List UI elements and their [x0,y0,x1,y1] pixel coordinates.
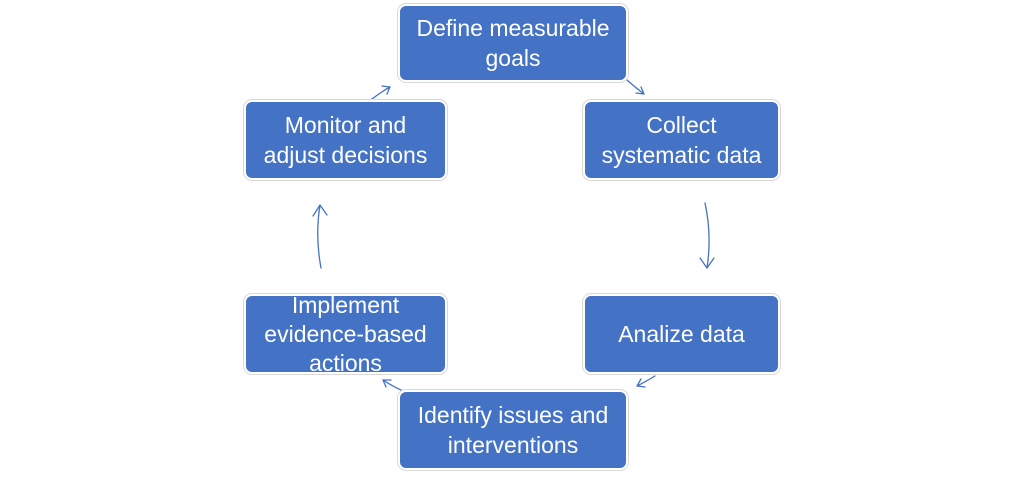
step-label: Collect systematic data [601,112,762,168]
step-label: Implement evidence-based actions [264,291,427,376]
step-identify-issues-and-interventions: Identify issues and interventions [398,390,628,470]
step-analize-data: Analize data [583,294,780,374]
step-collect-systematic-data: Collect systematic data [583,100,780,180]
step-label: Analize data [618,321,745,347]
step-monitor-and-adjust-decisions: Monitor and adjust decisions [244,100,447,180]
step-implement-evidence-based-actions: Implement evidence-based actions [244,292,447,376]
step-label: Monitor and adjust decisions [263,112,428,168]
arrow-monitor-to-define [371,85,391,100]
step-define-measurable-goals: Define measurable goals [398,4,628,82]
step-label: Identify issues and interventions [417,402,609,458]
arrow-implement-to-monitor [312,204,328,269]
arrow-analize-to-identify [636,375,656,388]
arrow-collect-to-analize [699,202,715,269]
step-label: Define measurable goals [416,15,610,71]
arrow-define-to-collect [626,79,645,95]
arrow-identify-to-implement [382,379,404,392]
